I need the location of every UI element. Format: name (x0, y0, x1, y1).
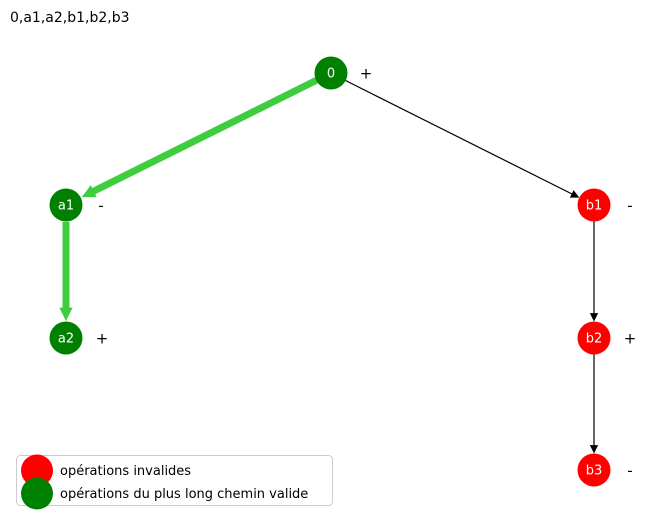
node-b1: b1 - (577, 188, 633, 222)
node-b2-circle (577, 321, 611, 355)
node-a1-circle (49, 188, 83, 222)
figure-title: 0,a1,a2,b1,b2,b3 (10, 10, 130, 26)
node-a1-label: a1 (58, 199, 74, 214)
legend-invalid-label: opérations invalides (60, 464, 191, 479)
node-b3: b3 - (577, 453, 633, 487)
node-a1: a1 - (49, 188, 104, 222)
node-a2-label: a2 (58, 332, 74, 347)
node-b3-circle (577, 453, 611, 487)
edge-0-a1 (81, 76, 319, 198)
legend-box (16, 455, 333, 506)
node-b1-label: b1 (586, 199, 603, 214)
node-0-label: 0 (327, 67, 335, 82)
node-a2-sign: + (96, 329, 109, 347)
node-b1-circle (577, 188, 611, 222)
node-b2-label: b2 (586, 332, 603, 347)
node-b2: b2 + (577, 321, 637, 355)
node-b1-sign: - (627, 196, 632, 214)
node-a1-sign: - (98, 196, 103, 214)
node-a2: a2 + (49, 321, 109, 355)
legend-valid-marker-icon (21, 477, 53, 510)
node-b2-sign: + (624, 329, 637, 347)
legend-valid-label: opérations du plus long chemin valide (60, 487, 308, 502)
node-0-circle (314, 56, 348, 90)
node-b3-label: b3 (586, 464, 603, 479)
node-a2-circle (49, 321, 83, 355)
legend-invalid-marker-icon (21, 454, 53, 487)
edge-0-b1 (345, 79, 580, 198)
legend: opérations invalides opérations du plus … (16, 454, 333, 510)
node-0-sign: + (360, 64, 373, 82)
node-b3-sign: - (627, 461, 632, 479)
node-0: 0 + (314, 56, 373, 90)
